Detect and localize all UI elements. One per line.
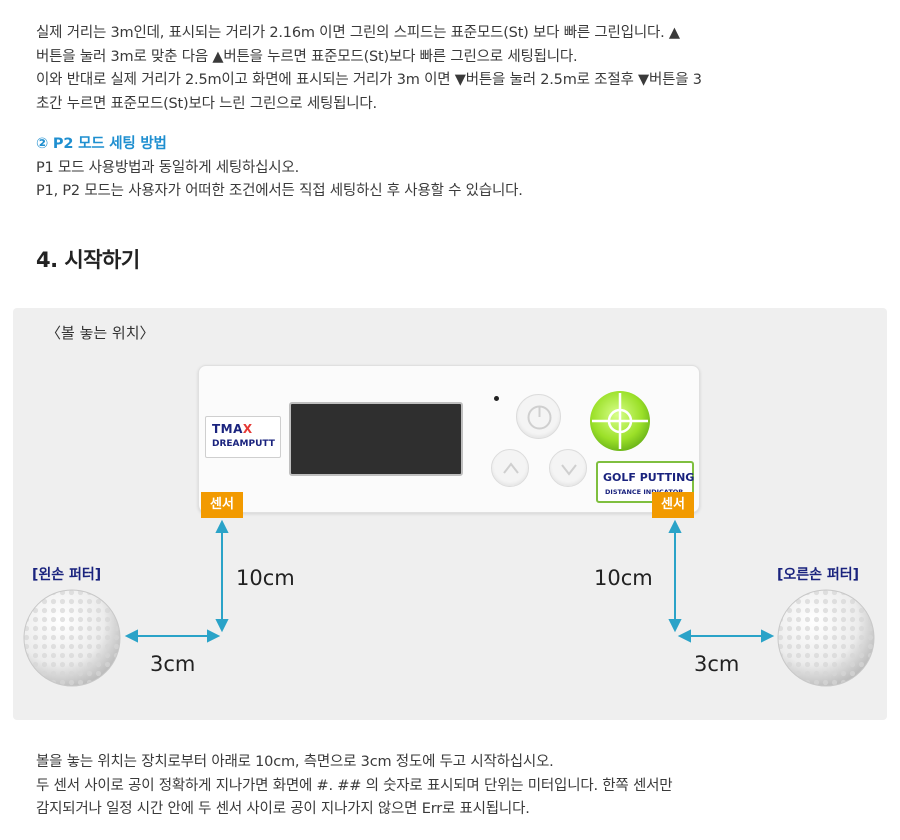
intro-line: 초간 누르면 표준모드(St)보다 느린 그린으로 세팅됩니다. [36, 95, 377, 112]
intro-line: 버튼을 눌러 3m로 맞춘 다음 ▲버튼을 누르면 표준모드(St)보다 빠른 … [36, 48, 578, 65]
device-screen [289, 402, 463, 476]
right-horizontal-distance: 3cm [694, 652, 740, 676]
brand-logo: TMAX DREAMPUTT [205, 416, 281, 458]
product-label-title: GOLF PUTTING [603, 471, 695, 484]
sensor-right-badge: 센서 [652, 492, 694, 518]
right-vertical-distance: 10cm [594, 566, 653, 590]
right-putter-label: [오른손 퍼터] [777, 567, 860, 583]
chevron-down-icon [561, 464, 577, 476]
power-button[interactable] [516, 394, 561, 439]
bottom-paragraph: 볼을 놓는 위치는 장치로부터 아래로 10cm, 측면으로 3cm 정도에 두… [36, 751, 673, 822]
intro-line: 실제 거리는 3m인데, 표시되는 거리가 2.16m 이면 그린의 스피드는 … [36, 25, 680, 41]
logo-text-dreamputt: DREAMPUTT [212, 439, 275, 449]
bubble-level-icon [590, 391, 650, 451]
logo-text-tma: TMA [212, 422, 243, 436]
diagram-title: 〈볼 놓는 위치〉 [46, 324, 155, 342]
power-icon [527, 405, 552, 430]
p2-line: P1 모드 사용방법과 동일하게 세팅하십시오. [36, 159, 299, 176]
chevron-up-icon [503, 462, 519, 474]
golf-ball-right-icon [777, 589, 875, 687]
golf-ball-left-icon [23, 589, 121, 687]
logo-text-x: X [242, 422, 253, 436]
sensor-left-badge: 센서 [201, 492, 243, 518]
intro-paragraph: 실제 거리는 3m인데, 표시되는 거리가 2.16m 이면 그린의 스피드는 … [36, 22, 702, 116]
p2-section: ② P2 모드 세팅 방법 P1 모드 사용방법과 동일하게 세팅하십시오. P… [36, 133, 523, 204]
indicator-led [494, 396, 499, 401]
intro-line: 이와 반대로 실제 거리가 2.5m이고 화면에 표시되는 거리가 3m 이면 … [36, 72, 702, 88]
bottom-line: 두 센서 사이로 공이 정확하게 지나가면 화면에 #. ## 의 숫자로 표시… [36, 777, 673, 794]
p2-line: P1, P2 모드는 사용자가 어떠한 조건에서든 직접 세팅하신 후 사용할 … [36, 183, 523, 199]
p2-section-title: ② P2 모드 세팅 방법 [36, 136, 167, 152]
bottom-line: 감지되거나 일정 시간 안에 두 센서 사이로 공이 지나가지 않으면 Err로… [36, 801, 530, 817]
left-vertical-distance: 10cm [236, 566, 295, 590]
product-label-subtitle: DISTANCE INDICATOR [605, 488, 684, 496]
up-button[interactable] [491, 449, 529, 487]
bottom-line: 볼을 놓는 위치는 장치로부터 아래로 10cm, 측면으로 3cm 정도에 두… [36, 754, 554, 770]
left-putter-label: [왼손 퍼터] [32, 567, 102, 583]
down-button[interactable] [549, 449, 587, 487]
left-horizontal-distance: 3cm [150, 652, 196, 676]
section-heading: 4. 시작하기 [36, 248, 140, 272]
